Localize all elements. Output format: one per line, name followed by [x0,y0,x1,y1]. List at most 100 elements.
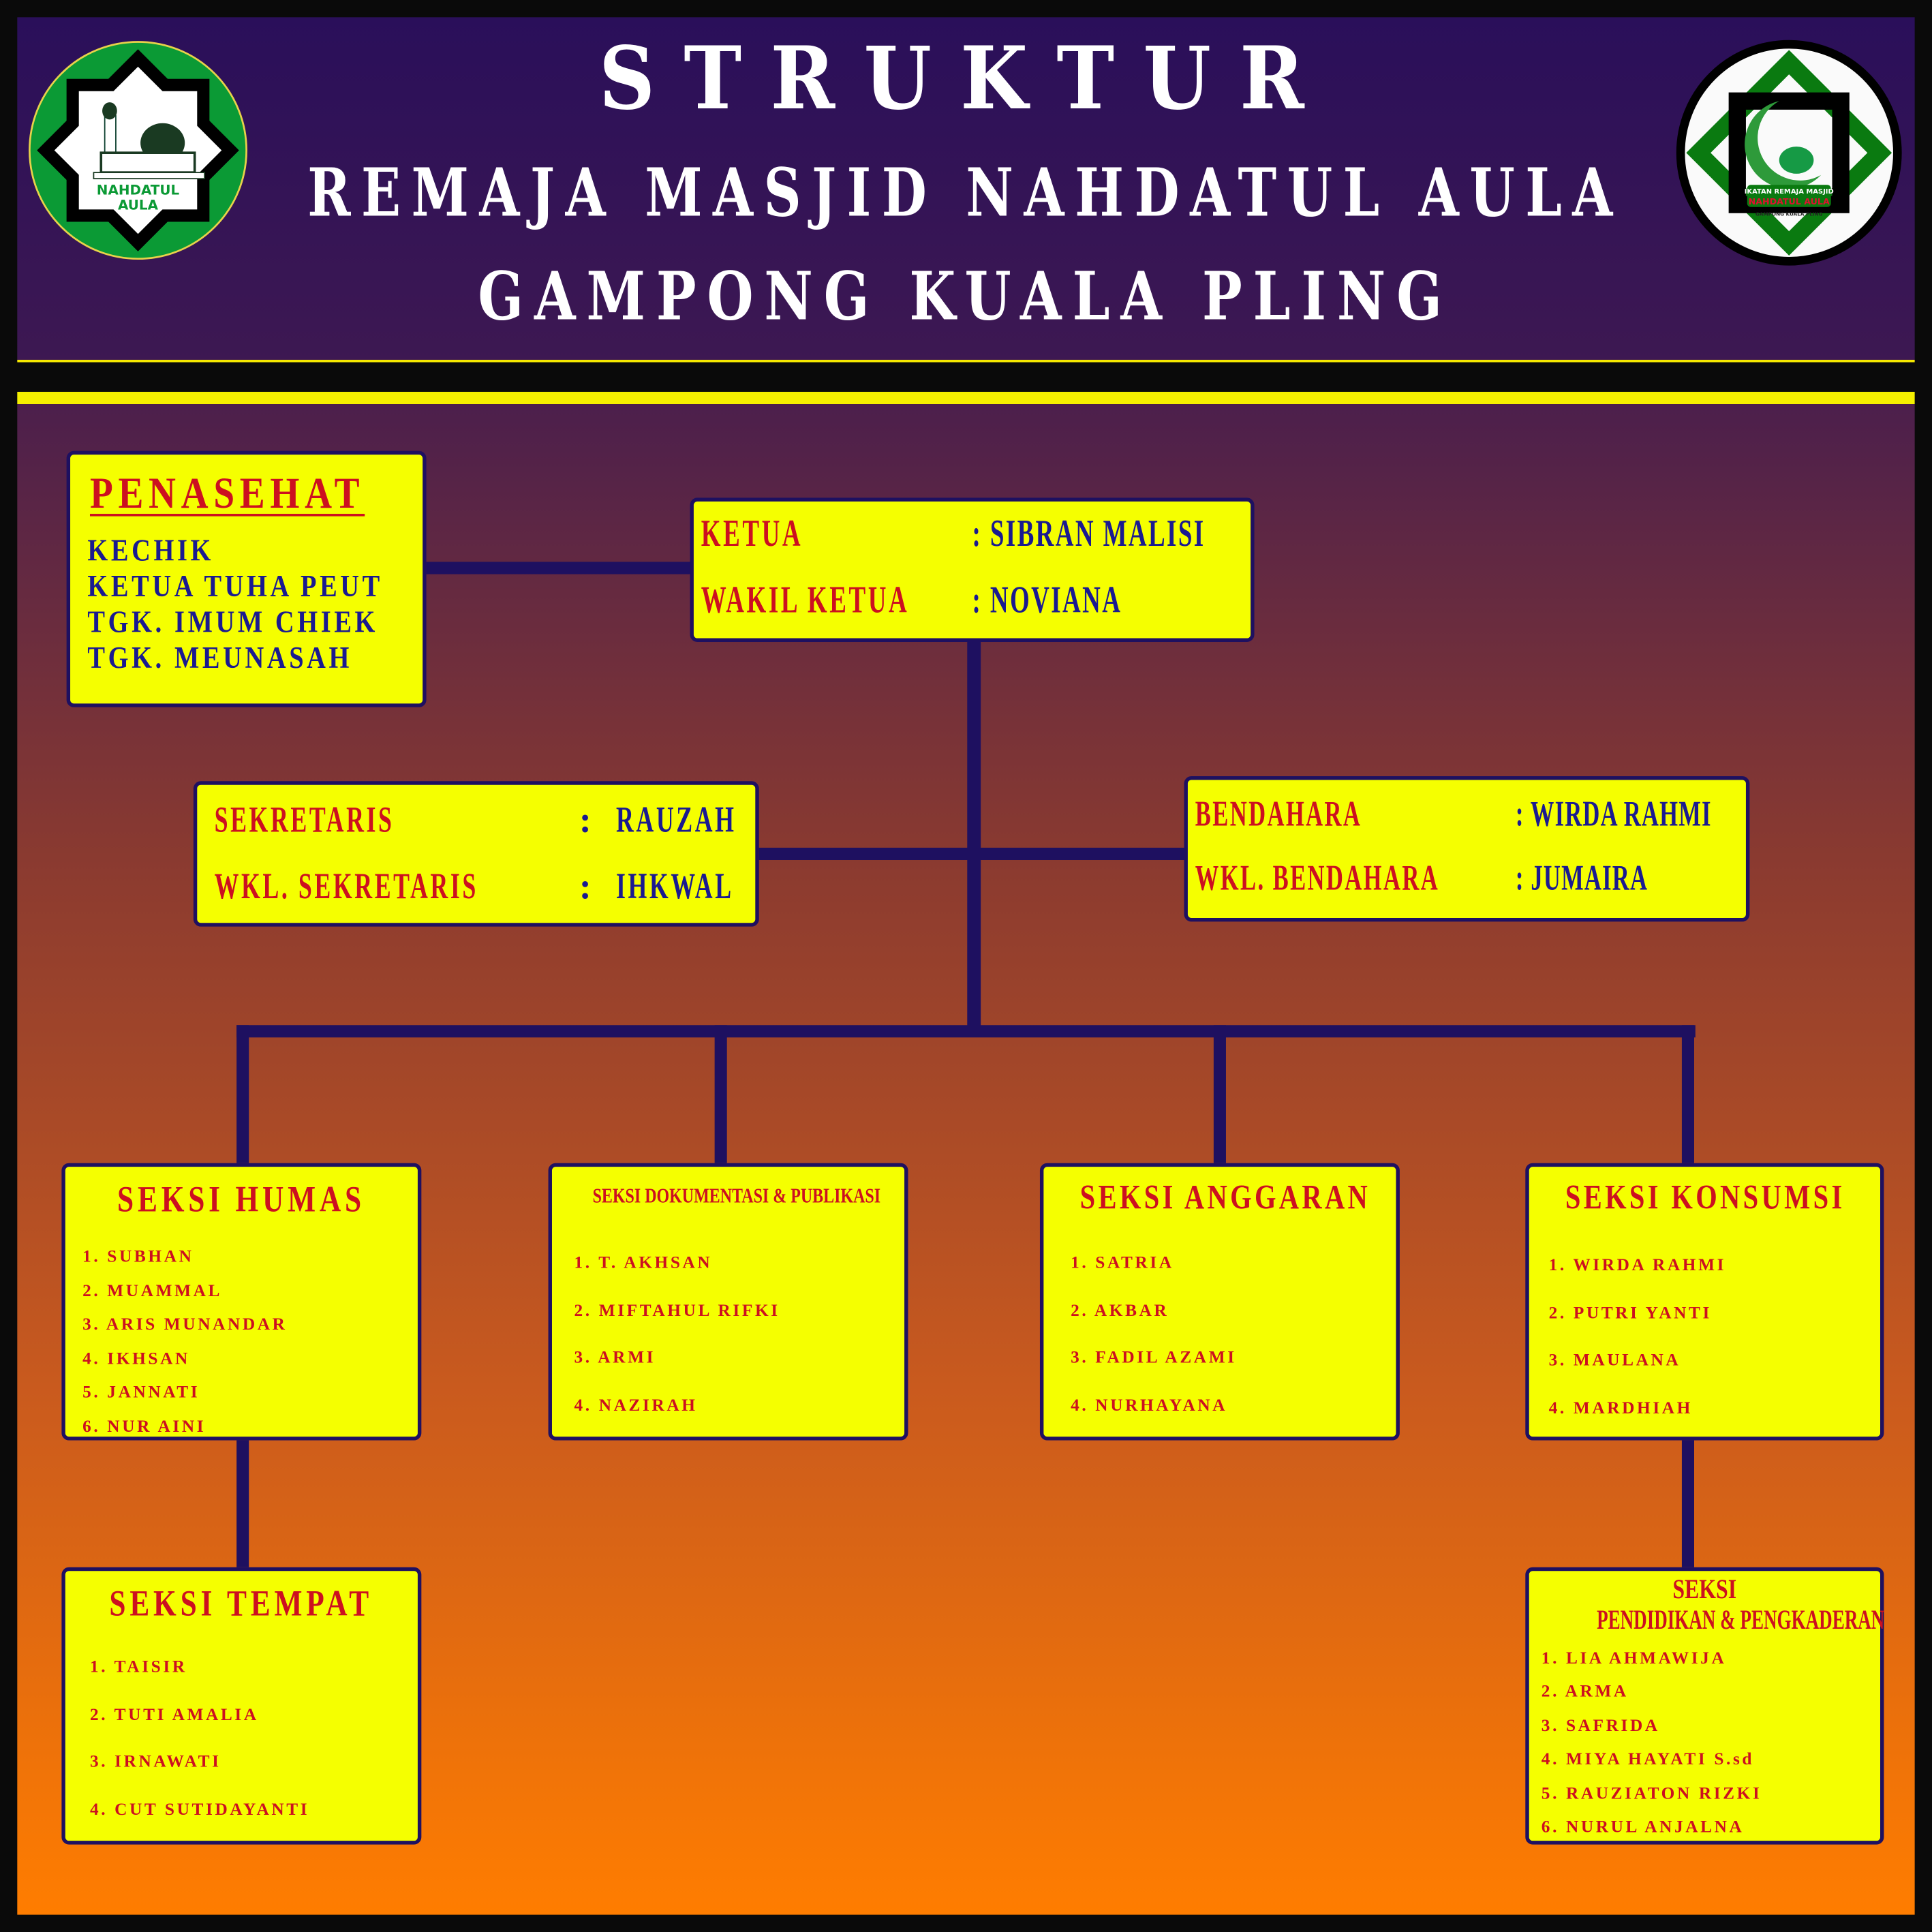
poster-title-wrap: STRUKTUR [0,27,1932,129]
logo-text: NAHDATUL [97,183,180,198]
seksi-title: SEKSI ANGGARAN [1079,1179,1371,1218]
member: 3. ARIS MUNANDAR [82,1316,288,1335]
member: 1. LIA AHMAWIJA [1541,1649,1727,1669]
seksi-tempat-box: SEKSI TEMPAT 1. TAISIR 2. TUTI AMALIA 3.… [61,1567,422,1845]
wkl-sekretaris-label: WKL. SEKRETARIS [214,866,478,907]
ikatan-remaja-masjid-logo: IKATAN REMAJA MASJID NAHDATUL AULA GAMPO… [1676,40,1902,266]
connector-sekretaris-bendahara [758,847,1184,860]
sekretaris-colon: : [579,799,596,841]
sekretaris-label: SEKRETARIS [214,799,395,841]
poster-title: STRUKTUR [598,27,1334,129]
member: 2. ARMA [1541,1683,1629,1702]
wakil-ketua-name: : NOVIANA [972,577,1122,622]
penasehat-box: PENASEHAT KECHIK KETUA TUHA PEUT TGK. IM… [66,450,427,707]
member: 3. FADIL AZAMI [1071,1349,1237,1368]
member: 2. MUAMMAL [82,1282,223,1301]
member: 3. IRNAWATI [89,1753,221,1772]
member: 3. ARMI [574,1349,656,1368]
member: 2. MIFTAHUL RIFKI [574,1302,780,1321]
logo-text: AULA [118,197,159,213]
ketua-name: : SIBRAN MALISI [972,511,1206,555]
seksi-title-wrap: SEKSI KONSUMSI [1529,1179,1880,1218]
bendahara-box: BENDAHARA : WIRDA RAHMI WKL. BENDAHARA :… [1184,776,1750,922]
logo-text: IKATAN REMAJA MASJID [1745,188,1834,196]
connector-tempat [236,1440,249,1567]
seksi-title-line1: SEKSI [1672,1573,1737,1605]
seksi-konsumsi-box: SEKSI KONSUMSI 1. WIRDA RAHMI 2. PUTRI Y… [1525,1163,1884,1441]
seksi-title: SEKSI HUMAS [117,1179,366,1220]
member-list: 1. WIRDA RAHMI 2. PUTRI YANTI 3. MAULANA… [1549,1243,1726,1432]
penasehat-members: KECHIK KETUA TUHA PEUT TGK. IMUM CHIEK T… [87,534,383,677]
member: 6. NURUL ANJALNA [1541,1818,1745,1837]
wkl-bendahara-label: WKL. BENDAHARA [1195,859,1440,899]
logo-text: GAMPONG KUALA PLING [1755,211,1823,217]
member: 4. MIYA HAYATI S.sd [1541,1751,1755,1770]
member: 4. MARDHIAH [1548,1398,1693,1418]
seksi-pendidikan-box: SEKSI PENDIDIKAN & PENGKADERAN 1. LIA AH… [1525,1567,1884,1845]
seksi-title-wrap: SEKSI HUMAS [65,1179,418,1221]
poster-subtitle-wrap: REMAJA MASJID NAHDATUL AULA [0,153,1932,232]
member: 3. MAULANA [1548,1351,1681,1370]
connector-konsumsi [1681,1025,1694,1163]
member-list: 1. T. AKHSAN 2. MIFTAHUL RIFKI 3. ARMI 4… [574,1241,780,1430]
connector-anggaran [1213,1025,1226,1163]
member: KETUA TUHA PEUT [87,570,383,604]
member: 1. TAISIR [89,1658,187,1677]
member: 2. PUTRI YANTI [1548,1304,1712,1323]
seksi-title-wrap: SEKSI PENDIDIKAN & PENGKADERAN [1529,1573,1884,1635]
member: 2. TUTI AMALIA [89,1706,259,1725]
poster-subtitle: REMAJA MASJID NAHDATUL AULA [308,153,1624,232]
member: KECHIK [87,534,215,568]
logo-text: NAHDATUL AULA [1749,196,1830,206]
seksi-title-wrap: SEKSI DOKUMENTASI & PUBLIKASI [552,1184,904,1208]
sekretaris-name: RAUZAH [616,799,737,841]
poster-location: GAMPONG KUALA PLING [478,256,1454,335]
seksi-title-wrap: SEKSI TEMPAT [65,1583,418,1625]
member: 4. IKHSAN [82,1350,190,1369]
member: 4. CUT SUTIDAYANTI [89,1800,310,1820]
member: 4. NURHAYANA [1071,1396,1228,1415]
member: 1. WIRDA RAHMI [1548,1257,1727,1276]
wkl-sekretaris-colon: : [579,866,596,907]
connector-dokumentasi [714,1025,727,1163]
member-list: 1. SATRIA 2. AKBAR 3. FADIL AZAMI 4. NUR… [1071,1241,1237,1430]
member-list: 1. TAISIR 2. TUTI AMALIA 3. IRNAWATI 4. … [90,1645,309,1835]
connector-main-vertical [967,641,981,1037]
seksi-title: SEKSI TEMPAT [110,1583,373,1624]
connector-penasehat [426,562,690,574]
member: 1. SUBHAN [82,1248,194,1267]
seksi-title-line2: PENDIDIKAN & PENGKADERAN [1597,1604,1885,1636]
member: 5. RAUZIATON RIZKI [1541,1785,1762,1804]
seksi-anggaran-box: SEKSI ANGGARAN 1. SATRIA 2. AKBAR 3. FAD… [1039,1163,1400,1441]
seksi-title: SEKSI KONSUMSI [1565,1179,1845,1218]
nahdatul-aula-logo: NAHDATUL AULA [29,41,247,260]
header-band [17,17,1915,361]
member: 1. SATRIA [1071,1254,1174,1273]
seksi-title-wrap: SEKSI ANGGARAN [1043,1179,1396,1218]
seksi-dokumentasi-box: SEKSI DOKUMENTASI & PUBLIKASI 1. T. AKHS… [548,1163,908,1441]
member: 1. T. AKHSAN [574,1254,713,1273]
ketua-label: KETUA [701,511,803,555]
seksi-humas-box: SEKSI HUMAS 1. SUBHAN 2. MUAMMAL 3. ARIS… [61,1163,422,1441]
yellow-bar [17,391,1915,405]
member: TGK. IMUM CHIEK [87,606,379,640]
poster-location-wrap: GAMPONG KUALA PLING [0,256,1932,335]
connector-humas [236,1025,249,1163]
member: 3. SAFRIDA [1541,1717,1660,1736]
member: 2. AKBAR [1071,1302,1169,1321]
bendahara-name: : WIRDA RAHMI [1515,795,1712,835]
seksi-title: SEKSI DOKUMENTASI & PUBLIKASI [592,1184,881,1208]
ketua-box: KETUA : SIBRAN MALISI WAKIL KETUA : NOVI… [690,497,1255,642]
member-list: 1. SUBHAN 2. MUAMMAL 3. ARIS MUNANDAR 4.… [82,1241,287,1445]
sekretaris-box: SEKRETARIS : RAUZAH WKL. SEKRETARIS : IH… [193,781,759,927]
member: 5. JANNATI [82,1384,200,1403]
penasehat-title: PENASEHAT [89,468,365,518]
member: 4. NAZIRAH [574,1396,698,1415]
wkl-bendahara-name: : JUMAIRA [1515,859,1649,899]
connector-pendidikan [1681,1440,1694,1567]
header-divider [17,359,1915,363]
connector-seksi-horizontal [236,1025,1696,1038]
wkl-sekretaris-name: IHKWAL [616,866,734,907]
member: 6. NUR AINI [82,1417,206,1437]
